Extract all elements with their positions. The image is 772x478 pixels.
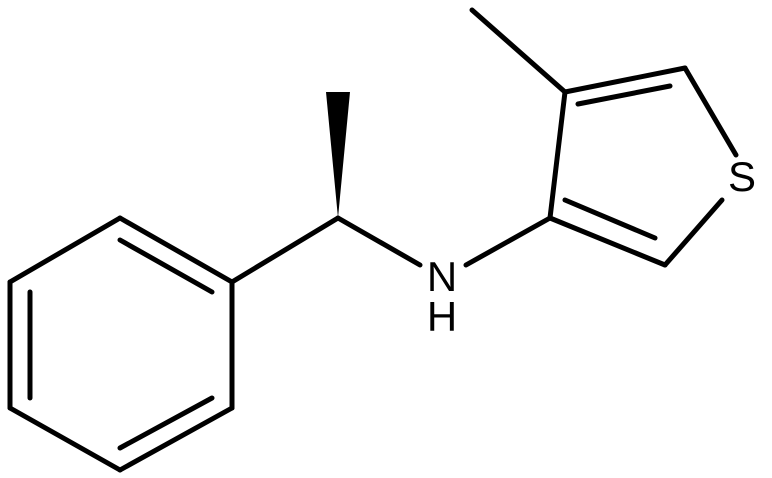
bond-th-c4-c3 — [547, 89, 568, 221]
bond-th-c3-c2 — [547, 215, 668, 268]
bond-th-s-c5 — [682, 65, 739, 158]
wedge-bond-methyl — [326, 92, 350, 218]
bond-ph-inner-3 — [117, 395, 215, 451]
benzene-ring — [7, 215, 235, 473]
bond-ph-inner-1 — [117, 237, 215, 295]
bond-ph-chiral — [229, 215, 341, 285]
nitrogen-atom-label: N — [427, 253, 457, 300]
bond-th-c5-c4 — [562, 65, 688, 95]
thiophene-ring — [547, 65, 739, 268]
bond-th-c2-s — [662, 197, 725, 268]
bond-chiral-nitrogen — [335, 215, 423, 268]
sulfur-atom-label: S — [728, 153, 756, 200]
amine-hydrogen-label: H — [427, 293, 457, 340]
bond-ph-c4-c5 — [7, 405, 123, 473]
bond-thiophene-methyl — [469, 7, 568, 95]
bond-th-c3-c2-inner — [562, 197, 658, 241]
bond-ph-c1-c2 — [117, 215, 235, 285]
bond-ph-c5-c6 — [117, 405, 235, 473]
bond-ph-c2-c3 — [7, 215, 123, 285]
bond-th-c5-c4-inner — [575, 83, 673, 107]
bond-nitrogen-thiophene — [463, 215, 553, 268]
